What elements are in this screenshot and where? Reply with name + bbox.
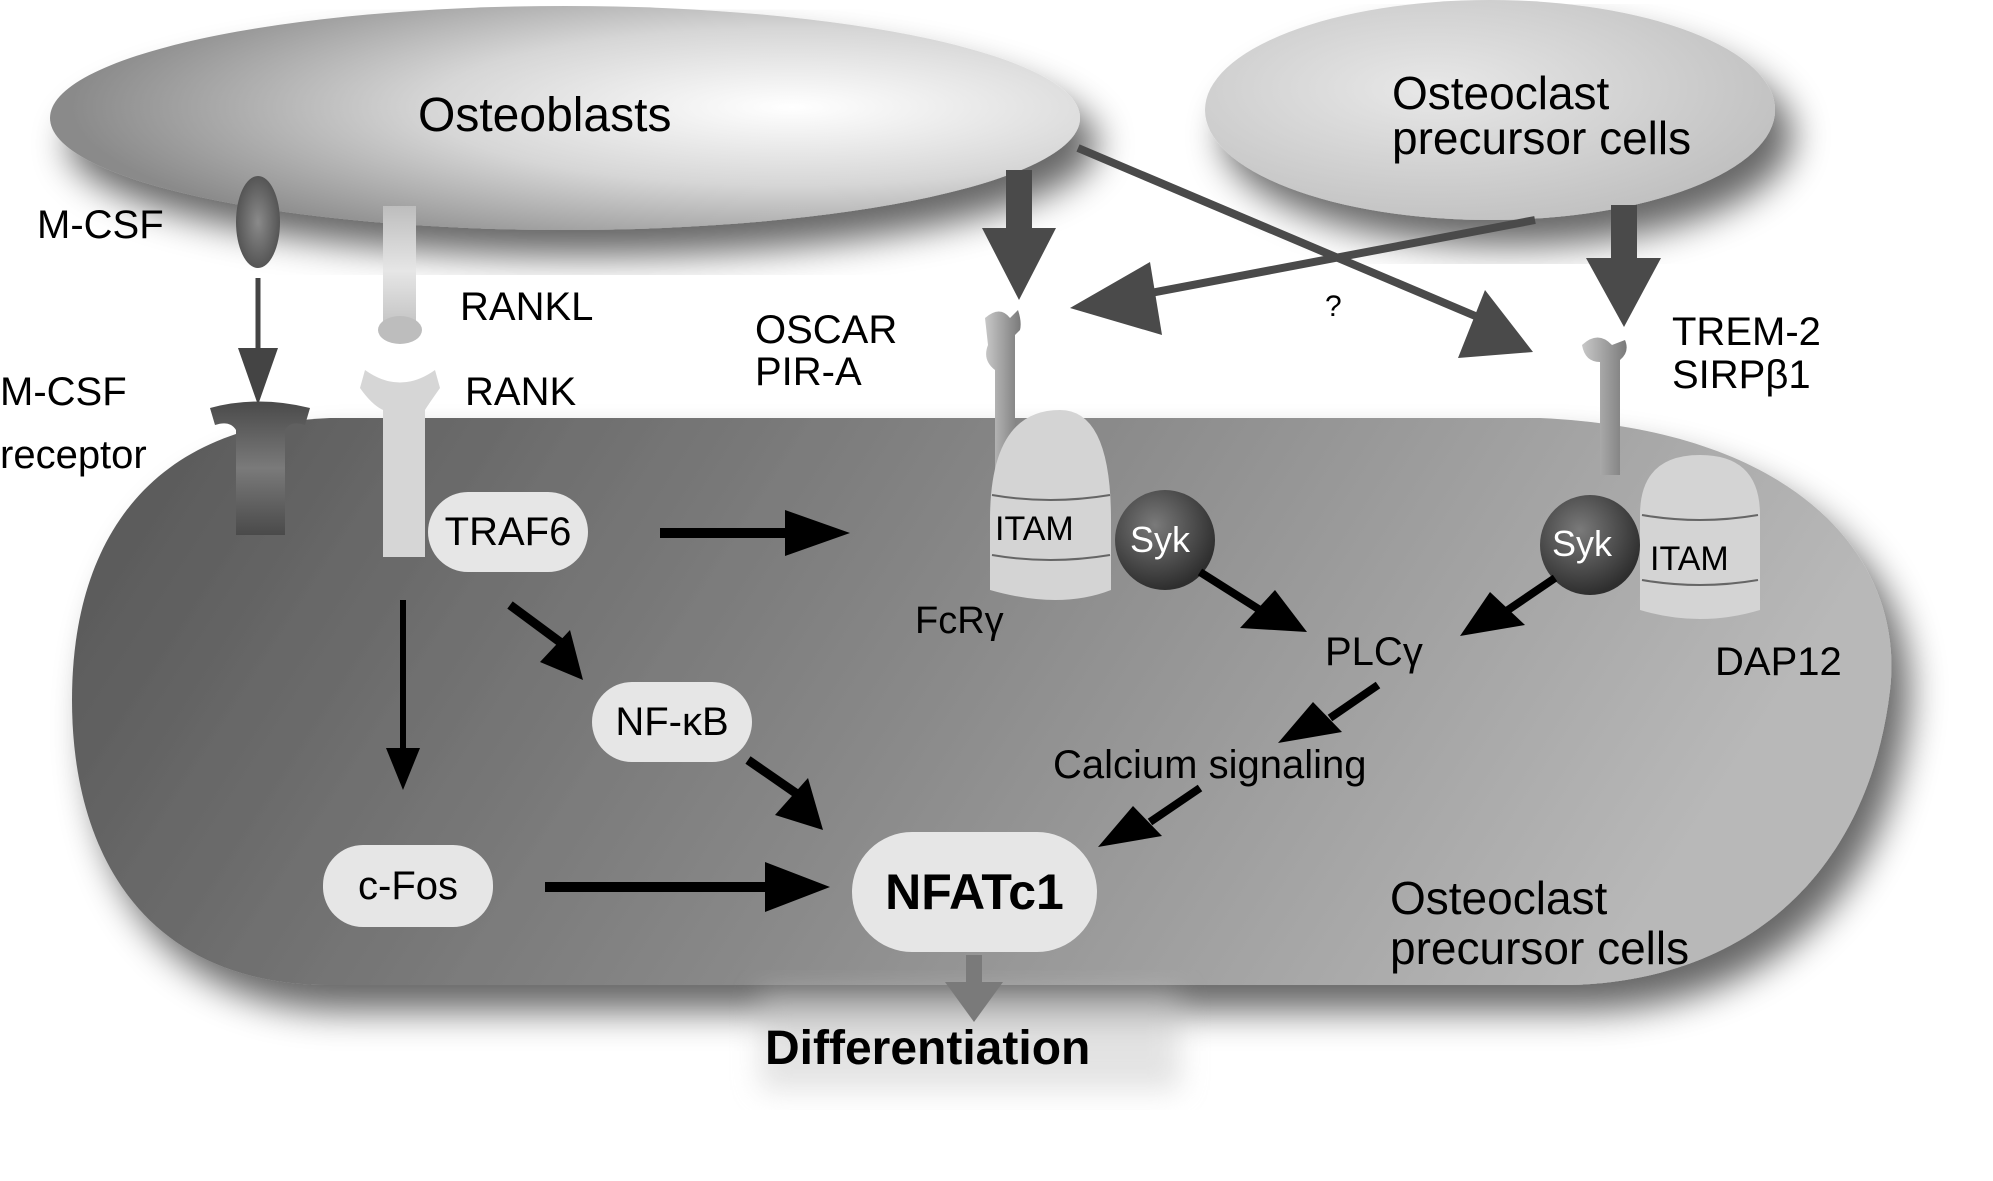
oscar-label: OSCAR xyxy=(755,308,898,352)
mcsf-label: M-CSF xyxy=(37,203,164,247)
itam-band-top-left xyxy=(991,494,1111,501)
cfos-node: c-Fos xyxy=(323,845,493,927)
arrow-syk-left-to-plcg-head xyxy=(1240,590,1307,632)
rank-receptor-icon xyxy=(360,370,440,557)
arrow-osteoblast-to-trem2-head xyxy=(1458,290,1533,358)
arrow-syk-right-to-plcg-head xyxy=(1460,592,1525,636)
rankl-label: RANKL xyxy=(460,285,594,329)
arrow-calcium-to-nfatc1-line xyxy=(1147,784,1203,826)
arrow-rank-to-cfos-head xyxy=(386,748,420,790)
itam-left-label: ITAM xyxy=(995,510,1074,548)
trem2-receptor-icon xyxy=(1582,337,1627,475)
osteoclast-precursor-top-label-line1: Osteoclast xyxy=(1392,67,1610,119)
arrowhead-mcsf-to-receptor xyxy=(238,348,278,405)
nfatc1-node: NFATc1 xyxy=(852,832,1097,952)
rankl-head xyxy=(378,316,422,344)
arrow-calcium-to-nfatc1-head xyxy=(1098,806,1162,847)
oscar-receptor-icon xyxy=(985,310,1021,470)
black-arrows xyxy=(386,510,1558,912)
differentiation-label: Differentiation xyxy=(765,1022,1091,1075)
rank-label: RANK xyxy=(465,370,577,414)
syk-right-icon xyxy=(1540,495,1640,595)
arrow-nfkb-to-nfatc1-head xyxy=(775,778,823,830)
sirpb1-label: SIRPβ1 xyxy=(1672,353,1811,397)
arrow-nfatc1-to-differentiation-head xyxy=(945,982,1003,1022)
plcg-label: PLCγ xyxy=(1325,630,1423,674)
osteoclast-precursor-main-label-line1: Osteoclast xyxy=(1390,872,1608,924)
rankl-ligand-icon xyxy=(383,206,416,336)
pira-label: PIR-A xyxy=(755,350,862,394)
syk-right-label: Syk xyxy=(1552,523,1613,564)
arrow-traf6-to-nfkb-line xyxy=(507,601,563,646)
arrow-ocp-to-oscar-head xyxy=(1070,262,1162,335)
arrow-traf6-to-nfkb-head xyxy=(540,630,583,680)
arrow-cfos-to-nfatc1-head xyxy=(765,862,830,912)
arrow-nfkb-to-nfatc1-line xyxy=(745,756,803,800)
itam-band-top-right xyxy=(1641,514,1759,521)
mcsf-receptor-label-line2: receptor xyxy=(0,433,147,477)
trem2-label: TREM-2 xyxy=(1672,310,1821,354)
osteoclast-precursor-top-label-line2: precursor cells xyxy=(1392,112,1692,164)
itam-right-label: ITAM xyxy=(1650,540,1729,578)
arrow-osteoblast-to-oscar-shaft xyxy=(1006,170,1032,230)
arrow-plcg-to-calcium-line xyxy=(1327,681,1381,722)
dap12-itam-icon xyxy=(1640,455,1760,619)
osteoclast-precursor-main-label-line2: precursor cells xyxy=(1390,922,1690,974)
calcium-signaling-label: Calcium signaling xyxy=(1053,743,1367,787)
arrow-syk-right-to-plcg-line xyxy=(1502,574,1558,616)
fcrg-itam-icon xyxy=(990,410,1111,600)
arrow-plcg-to-calcium-head xyxy=(1278,702,1342,743)
nfkb-node: NF-κB xyxy=(592,682,752,762)
arrow-ocp-to-trem2-head xyxy=(1586,258,1661,327)
arrow-traf6-to-itam-head xyxy=(785,510,850,556)
mcsf-receptor-icon xyxy=(210,401,310,535)
syk-left-icon xyxy=(1115,490,1215,590)
osteoblasts-label: Osteoblasts xyxy=(418,89,672,142)
osteoclast-precursor-cell-top xyxy=(1205,0,1775,220)
mcsf-ligand-icon xyxy=(236,176,280,268)
traf6-node: TRAF6 xyxy=(428,492,588,572)
fcrg-label: FcRγ xyxy=(915,600,1004,642)
dap12-label: DAP12 xyxy=(1715,640,1842,684)
arrow-osteoblast-to-oscar-head xyxy=(982,228,1056,300)
itam-band-bottom-left xyxy=(991,554,1111,561)
itam-band-bottom-right xyxy=(1641,579,1759,586)
arrow-nfatc1-to-differentiation-shaft xyxy=(966,955,982,985)
unknown-link-label: ? xyxy=(1325,290,1342,323)
mcsf-receptor-label-line1: M-CSF xyxy=(0,370,127,414)
arrow-ocp-to-trem2-shaft xyxy=(1611,205,1637,260)
osteoblast-cell xyxy=(50,6,1080,230)
syk-left-label: Syk xyxy=(1130,519,1191,560)
arrow-osteoblast-to-trem2-line xyxy=(1076,144,1482,322)
arrow-syk-left-to-plcg-line xyxy=(1197,568,1263,614)
